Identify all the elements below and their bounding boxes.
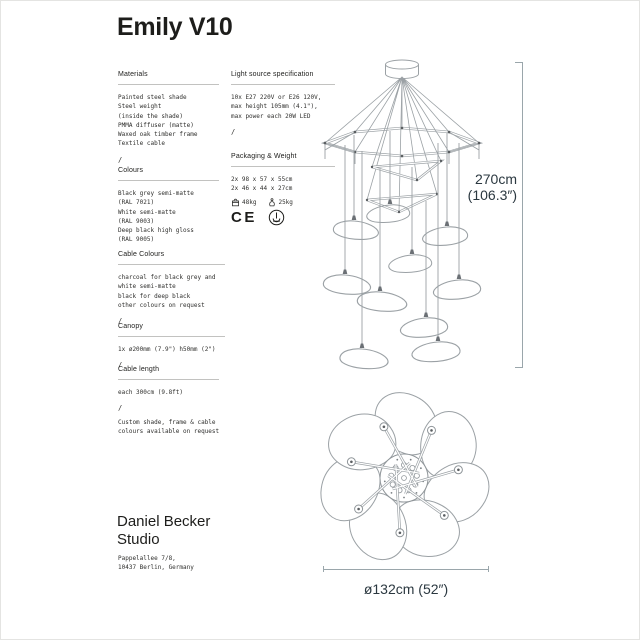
spec-line: Steel weight: [118, 103, 162, 111]
dimension-tick: [323, 566, 324, 572]
certification-icon: [268, 209, 285, 226]
section-divider: /: [231, 127, 236, 136]
spec-line: Black grey semi-matte: [118, 190, 194, 197]
frame-ring: [320, 126, 484, 164]
studio-address: Pappelallee 7/8, 10437 Berlin, Germany: [118, 554, 194, 573]
dimension-tick: [515, 62, 523, 63]
spec-line: Waxed oak timber frame: [118, 131, 198, 139]
section-divider: /: [118, 404, 123, 413]
frame-tier-2: [366, 192, 438, 214]
spec-line: Custom shade, frame & cable: [118, 419, 216, 426]
spec-line: Painted steel shade: [118, 94, 187, 101]
section-divider: /: [118, 317, 123, 326]
net-weight-icon: [269, 197, 276, 207]
section-canopy: Canopy 1x ø200mm (7.9") h50mm (2") /: [118, 323, 225, 371]
suspension-cables: [324, 76, 480, 213]
gross-weight-value: 48kg: [242, 198, 257, 206]
spec-line: White semi-matte: [118, 208, 176, 216]
height-cm: 270cm: [474, 171, 517, 187]
spec-line: (inside the shade): [118, 112, 184, 120]
height-inches: (106.3″): [467, 186, 517, 203]
chandelier-bottom-view-drawing: [317, 391, 493, 569]
section-divider: /: [118, 361, 123, 370]
section-cable-length: Cable length each 300cm (9.8ft) /: [118, 366, 219, 414]
section-light-source: Light source specification 10x E27 220V …: [231, 71, 335, 137]
spec-line: white semi-matte: [118, 283, 176, 291]
spec-line: 1x ø200mm (7.9") h50mm (2"): [118, 346, 216, 353]
spec-line: max height 105mm (4.1"),: [231, 103, 318, 111]
section-colours: Colours Black grey semi-matte (RAL 7021)…: [118, 167, 219, 245]
section-header-packaging: Packaging & Weight: [231, 153, 335, 167]
section-header-materials: Materials: [118, 71, 219, 85]
spec-line: each 300cm (9.8ft): [118, 389, 184, 396]
certification-marks: CE: [231, 209, 285, 226]
spec-line: PMMA diffuser (matte): [118, 121, 194, 129]
spec-line: Textile cable: [118, 140, 165, 148]
net-weight: 25kg: [268, 197, 293, 207]
spec-line: 10x E27 220V or E26 120V,: [231, 94, 322, 101]
spec-line: max power each 20W LED: [231, 112, 311, 120]
page-title: Emily V10: [117, 13, 233, 41]
spec-line: (RAL 9003): [118, 217, 155, 225]
spec-line: (RAL 9005): [118, 236, 155, 244]
section-header-cable-length: Cable length: [118, 366, 219, 380]
gross-weight-icon: [231, 198, 239, 206]
studio-name-line2: Studio: [117, 530, 160, 548]
dimension-tick: [515, 367, 523, 368]
spec-line: black for deep black: [118, 292, 191, 300]
spec-line: other colours on request: [118, 301, 205, 309]
spec-line: (RAL 7021): [118, 199, 155, 207]
section-custom-note: Custom shade, frame & cable colours avai…: [118, 418, 228, 437]
socket-nodes: [346, 422, 463, 538]
chandelier-side-view-drawing: [320, 59, 484, 370]
frame-spokes: [351, 426, 459, 533]
lamp-shades: [322, 199, 482, 370]
section-header-cable-colours: Cable Colours: [118, 251, 225, 265]
height-dimension-label: 270cm (106.3″): [437, 171, 517, 203]
section-packaging: Packaging & Weight 2x 98 x 57 x 55cm 2x …: [231, 153, 335, 207]
section-materials: Materials Painted steel shade Steel weig…: [118, 71, 219, 165]
net-weight-value: 25kg: [278, 198, 293, 206]
spec-line: Deep black high gloss: [118, 227, 194, 235]
frame-tier-1: [371, 159, 445, 182]
dimension-tick: [488, 566, 489, 572]
diameter-dimension-label: ø132cm (52″): [363, 581, 449, 597]
spec-line: colours available on request: [118, 428, 220, 436]
studio-name-line1: Daniel Becker: [117, 513, 211, 530]
gross-weight: 48kg: [231, 198, 256, 207]
address-line2: 10437 Berlin, Germany: [118, 564, 194, 572]
spec-line: 2x 98 x 57 x 55cm: [231, 176, 293, 183]
section-divider: /: [118, 155, 123, 164]
studio-name: Daniel Becker Studio: [117, 513, 210, 548]
ce-mark: CE: [231, 209, 257, 226]
drop-cables: [344, 131, 460, 344]
address-line1: Pappelallee 7/8,: [118, 555, 176, 562]
spec-line: 2x 46 x 44 x 27cm: [231, 185, 293, 193]
height-dimension-line: [522, 63, 523, 368]
ceiling-canopy: [385, 59, 419, 79]
section-header-light-source: Light source specification: [231, 71, 335, 85]
diameter-dimension-line: [323, 569, 489, 570]
section-cable-colours: Cable Colours charcoal for black grey an…: [118, 251, 225, 326]
weights-row: 48kg 25kg: [231, 197, 335, 207]
section-header-colours: Colours: [118, 167, 219, 181]
spec-line: charcoal for black grey and: [118, 274, 216, 281]
section-header-canopy: Canopy: [118, 323, 225, 337]
